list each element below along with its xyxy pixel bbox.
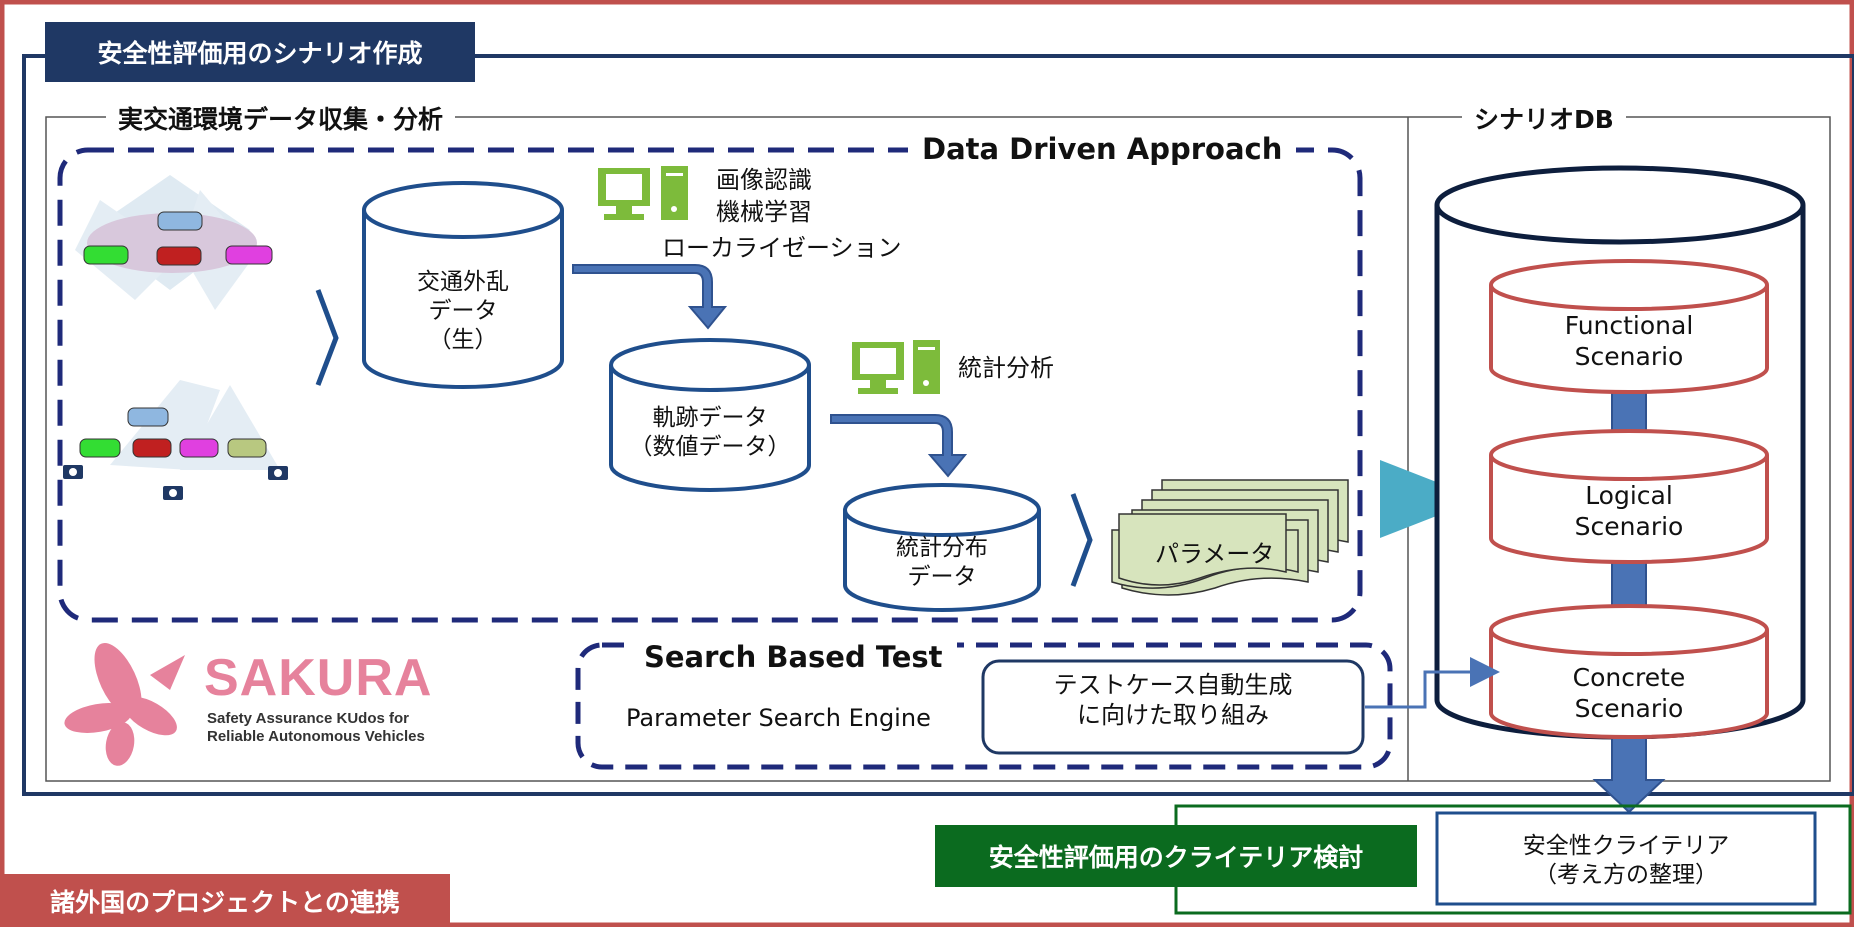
statistics-label: 統計分布 データ (845, 534, 1039, 592)
concrete-scenario-cylinder (1489, 604, 1769, 739)
concrete-scenario-label: Concrete Scenario (1491, 662, 1767, 725)
scenario-creation-header: 安全性評価用のシナリオ作成 (45, 22, 475, 82)
logical-scenario-cylinder (1489, 429, 1769, 564)
sakura-tagline-1: Safety Assurance KUdos for (207, 710, 410, 727)
raw-data-cylinder (362, 181, 564, 389)
functional-label-line: Functional (1564, 311, 1694, 340)
data-driven-title: Data Driven Approach (908, 132, 1297, 166)
functional-scenario-cylinder (1489, 259, 1769, 394)
scenario-creation-frame (22, 54, 1854, 796)
functional-scenario-label: Functional Scenario (1491, 310, 1767, 373)
criteria-label: 安全性クライテリア （考え方の整理） (1437, 832, 1815, 890)
analysis-label: 統計分析 (958, 354, 1054, 382)
cyan-arrow (1380, 460, 1480, 538)
trajectory-cylinder (609, 338, 811, 492)
statistics-label-line: データ (907, 563, 977, 590)
concrete-label-line: Scenario (1574, 694, 1684, 724)
recognition-label-2: 機械学習 (716, 198, 812, 226)
concrete-label-line: Concrete (1572, 663, 1686, 692)
statistics-label-line: 統計分布 (896, 535, 988, 561)
logical-label-line: Scenario (1574, 512, 1684, 542)
computer-analysis-icon (852, 340, 940, 394)
search-engine-label: Parameter Search Engine (626, 704, 931, 732)
raw-label-line: （生） (428, 326, 498, 353)
criteria-box (1435, 811, 1817, 906)
test-case-line: テストケース自動生成 (1053, 671, 1293, 699)
collection-frame (45, 116, 1831, 782)
raw-data-label: 交通外乱 データ （生） (364, 268, 562, 354)
computer-analysis-icon (598, 166, 688, 220)
raw-label-line: データ (428, 297, 498, 324)
raw-label-line: 交通外乱 (417, 269, 509, 295)
logical-label-line: Logical (1585, 481, 1673, 510)
sakura-tagline-2: Reliable Autonomous Vehicles (207, 728, 425, 745)
test-case-label: テストケース自動生成 に向けた取り組み (983, 670, 1363, 730)
recognition-label-1: 画像認識 (716, 166, 812, 194)
sensor-scene-top (75, 175, 273, 310)
connector-arrow (1365, 657, 1500, 709)
parameter-stack (1111, 479, 1349, 596)
parameter-label: パラメータ (1155, 540, 1275, 568)
trajectory-label-line: （数値データ） (629, 433, 791, 460)
search-based-region (575, 642, 1393, 770)
trajectory-label-line: 軌跡データ (652, 405, 768, 431)
criteria-line: （考え方の整理） (1534, 861, 1718, 888)
test-case-box (981, 659, 1365, 755)
sensor-scene-bottom (63, 380, 288, 500)
recognition-label-3: ローカライゼーション (662, 234, 902, 262)
collection-section-title: 実交通環境データ収集・分析 (106, 100, 456, 136)
scenario-db-title: シナリオDB (1462, 100, 1626, 136)
criteria-line: 安全性クライテリア (1522, 833, 1730, 859)
test-case-line: に向けた取り組み (1077, 701, 1269, 729)
bent-arrow (572, 264, 728, 330)
trajectory-label: 軌跡データ （数値データ） (611, 404, 809, 462)
foreign-projects-header: 諸外国のプロジェクトとの連携 (0, 874, 450, 927)
search-based-title: Search Based Test (630, 640, 957, 674)
chevron-right-icon (1070, 493, 1093, 587)
data-driven-region (57, 147, 1363, 623)
chevron-right-icon (315, 289, 339, 386)
sakura-logo-icon (64, 642, 185, 766)
logical-scenario-label: Logical Scenario (1491, 480, 1767, 543)
functional-label-line: Scenario (1574, 342, 1684, 372)
statistics-cylinder (843, 483, 1041, 612)
criteria-header: 安全性評価用のクライテリア検討 (935, 825, 1417, 887)
bent-arrow (830, 414, 968, 478)
sakura-logo-text: SAKURA (204, 649, 433, 707)
